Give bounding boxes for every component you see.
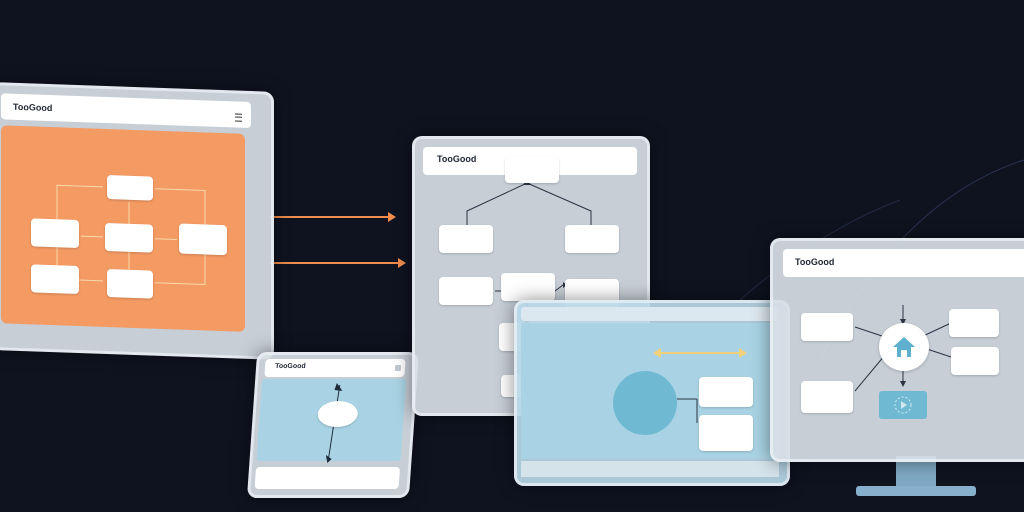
panel-blue[interactable] [514,300,790,486]
panel-small[interactable]: TooGood [246,352,420,498]
panel-small-footer [254,467,401,489]
panel-monitor[interactable]: TooGood [770,238,1024,462]
panel-monitor-logo: TooGood [795,257,835,267]
panel-blue-header [521,307,779,321]
monitor-node-left-top[interactable] [801,313,853,341]
video-tile[interactable] [879,391,927,419]
blue-node-bottom[interactable] [699,415,753,451]
panel-monitor-header [783,249,1024,277]
blue-node-top[interactable] [699,377,753,407]
arrow-head-top [388,212,396,222]
left-node-bottom-center[interactable] [107,269,153,299]
center-node-mid-left[interactable] [439,277,493,305]
home-icon [893,337,915,357]
blue-panel-arrows [653,348,747,423]
arrow-head-bottom [398,258,406,268]
monitor-node-right-mid[interactable] [951,347,999,375]
left-node-center[interactable] [105,222,153,253]
monitor-node-left-bottom[interactable] [801,381,853,413]
left-connectors [56,184,206,285]
left-node-right[interactable] [179,223,227,256]
panel-left[interactable]: TooGood [0,82,274,360]
left-node-bottom-left[interactable] [31,264,79,295]
left-node-left[interactable] [31,218,79,249]
center-node-mid[interactable] [501,273,555,301]
play-icon [894,396,912,414]
monitor-node-right-top[interactable] [949,309,999,337]
home-hub[interactable] [879,323,929,371]
blue-panel-footer [521,461,779,477]
teal-circle [613,371,677,435]
left-node-top[interactable] [107,175,153,201]
center-node-top[interactable] [505,157,559,183]
center-node-right[interactable] [565,225,619,253]
center-node-left[interactable] [439,225,493,253]
monitor-base [856,486,976,496]
panel-center-logo: TooGood [437,154,477,164]
